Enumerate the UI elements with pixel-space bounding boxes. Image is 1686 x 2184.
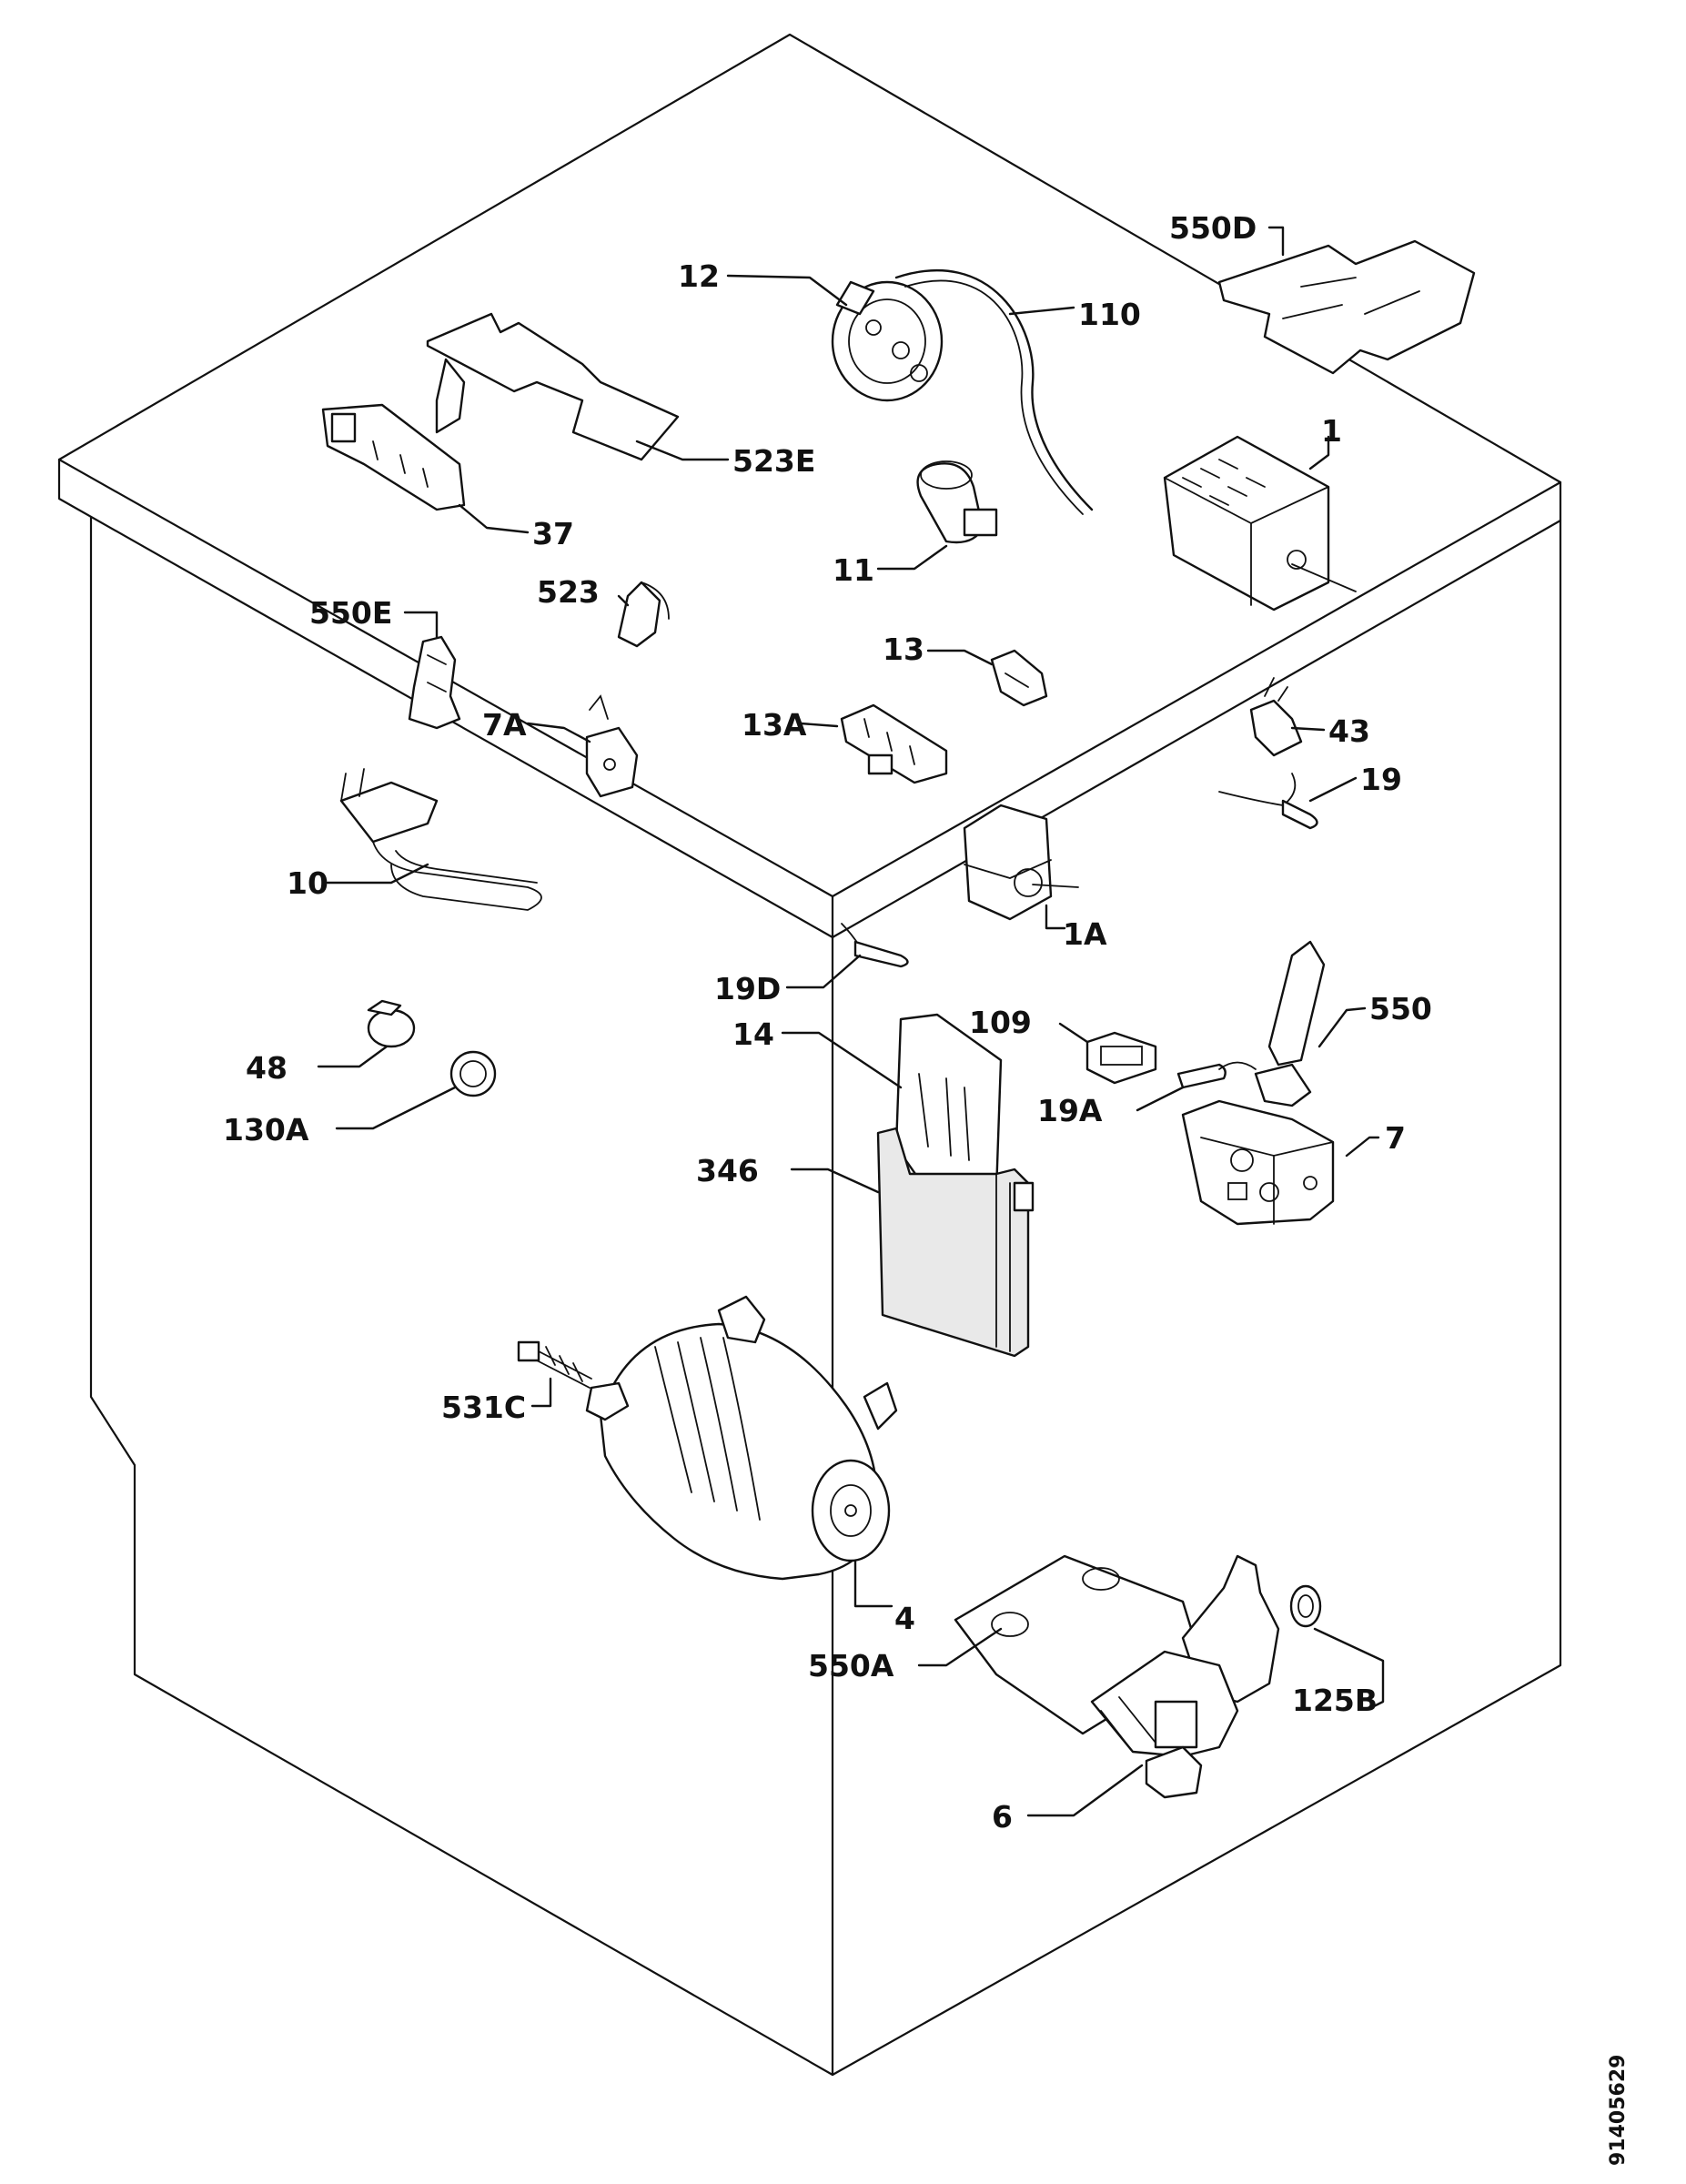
callout-550a: 550A: [808, 1648, 894, 1684]
part-indicator-lamp: [367, 999, 416, 1048]
callout-109: 109: [969, 1005, 1032, 1040]
callout-13a: 13A: [742, 707, 807, 743]
part-capacitor: [916, 460, 998, 544]
callout-7a: 7A: [482, 707, 527, 743]
callout-531c: 531C: [441, 1390, 526, 1425]
callout-523: 523: [537, 574, 600, 610]
part-sensor-probe: [1218, 773, 1318, 830]
part-probe-19d: [841, 923, 909, 968]
callout-110: 110: [1078, 297, 1141, 332]
callout-13: 13: [883, 632, 924, 667]
part-connector-strip: [840, 703, 948, 784]
leader-lines: [317, 226, 1385, 1817]
callout-523e: 523E: [732, 443, 815, 479]
part-indicator-lens: [1085, 1031, 1157, 1085]
callout-1a: 1A: [1063, 916, 1107, 952]
callout-11: 11: [833, 552, 874, 588]
callout-12: 12: [678, 258, 720, 294]
part-probe-19a: [1176, 1061, 1257, 1089]
part-hose: [894, 269, 1094, 515]
callout-37: 37: [532, 516, 574, 551]
part-dispenser-panel: [894, 1013, 1003, 1194]
callout-7: 7: [1385, 1120, 1406, 1156]
part-wire-bracket: [1254, 940, 1326, 1107]
part-bracket: [426, 312, 680, 461]
part-terminal-block: [321, 403, 466, 511]
part-connector-small: [990, 649, 1048, 707]
part-selector-switch: [963, 804, 1079, 921]
callout-19: 19: [1360, 762, 1402, 797]
document-id: 91405629: [1607, 2055, 1630, 2166]
callout-14: 14: [732, 1016, 774, 1052]
callout-19a: 19A: [1037, 1093, 1103, 1128]
part-clip: [617, 581, 670, 648]
part-motor: [585, 1295, 898, 1581]
part-drain-pump: [1090, 1554, 1280, 1799]
part-pressure-switch: [831, 280, 944, 402]
part-micro-switch: [585, 694, 639, 798]
part-knob: [449, 1050, 497, 1097]
callout-4: 4: [894, 1601, 915, 1636]
callout-43: 43: [1328, 713, 1370, 749]
callout-6: 6: [992, 1799, 1013, 1835]
part-door-lock: [1181, 1099, 1335, 1226]
callout-1: 1: [1321, 413, 1342, 449]
callout-10: 10: [287, 865, 328, 901]
part-cover-plate: [1217, 239, 1476, 375]
callout-550d: 550D: [1169, 210, 1257, 246]
callout-125b: 125B: [1292, 1683, 1378, 1718]
part-programmer: [1163, 435, 1357, 612]
part-o-ring: [1289, 1584, 1322, 1628]
part-dispenser-box: [876, 1127, 1035, 1358]
callout-19d: 19D: [714, 971, 781, 1006]
callout-346: 346: [696, 1153, 759, 1188]
callout-48: 48: [246, 1050, 288, 1086]
callout-130a: 130A: [223, 1112, 309, 1148]
part-heating-element: [339, 768, 542, 911]
part-bolt: [517, 1340, 592, 1389]
callout-550: 550: [1369, 991, 1432, 1026]
callout-labels: 550D 12 110 523E 1 37 11 523 550E 13 13A…: [223, 210, 1432, 1835]
part-switch-bracket: [408, 635, 461, 730]
part-small-switch: [1249, 677, 1303, 757]
callout-550e: 550E: [309, 595, 392, 631]
